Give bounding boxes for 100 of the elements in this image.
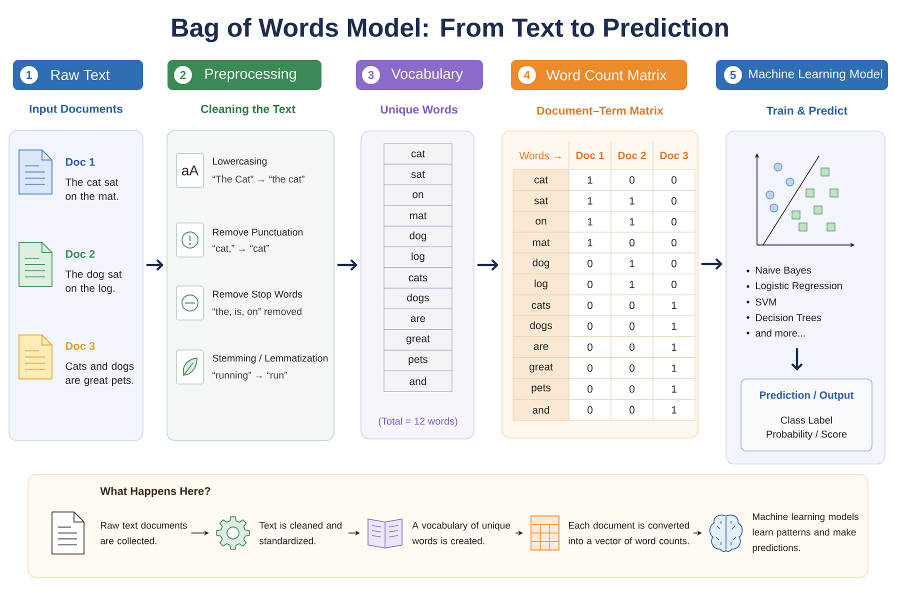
table-cell: on — [384, 184, 452, 206]
table-cell: sat — [384, 164, 452, 186]
document-text: Cats and dogs are great pets. — [66, 362, 134, 386]
table-cell: cat — [512, 169, 570, 191]
step-number: 1 — [20, 66, 38, 84]
table-cell: 0 — [610, 399, 654, 421]
table-cell: mat — [512, 232, 570, 254]
table-cell: 0 — [568, 357, 612, 379]
table-cell: 0 — [610, 336, 654, 358]
table-cell: 0 — [568, 316, 612, 337]
table-cell: 0 — [610, 378, 654, 400]
table-cell: 0 — [652, 232, 696, 254]
table-cell: 0 — [652, 274, 696, 296]
table-cell: dogs — [384, 288, 452, 310]
table-cell: 0 — [568, 274, 612, 296]
table-cell: sat — [512, 190, 570, 212]
table-cell: dog — [512, 252, 570, 274]
panel-heading: What Happens Here? — [100, 486, 210, 498]
icon-tile: aA — [176, 153, 204, 188]
column-header: Doc 1 — [568, 142, 604, 169]
box-heading: Prediction / Output — [760, 391, 854, 401]
table-cell: 0 — [568, 378, 612, 400]
table-cell: on — [512, 211, 570, 232]
arrow — [791, 348, 803, 371]
column-header: Doc 3 — [652, 142, 688, 169]
step-title: Stemming / Lemmatization — [212, 354, 328, 364]
document-title: Doc 2 — [66, 250, 95, 258]
table-cell: mat — [384, 205, 452, 226]
document-title: Doc 1 — [66, 158, 95, 166]
arrow — [477, 259, 499, 271]
document-text: The dog sat on the log. — [65, 270, 122, 294]
table-cell: dog — [384, 226, 452, 248]
arrow — [337, 259, 358, 271]
table-cell: 1 — [610, 190, 654, 212]
panel-heading: Unique Words — [380, 105, 458, 116]
table-cell: 1 — [568, 169, 612, 191]
table-cell: 1 — [610, 211, 654, 232]
table-cell: are — [384, 308, 452, 330]
table-cell: 0 — [652, 211, 696, 232]
example-text: “running” → “run” — [212, 371, 287, 381]
table-cell: are — [512, 336, 570, 358]
table-cell: 0 — [610, 316, 654, 337]
step-text: Machine learning models learn patterns and make predictions. — [752, 513, 858, 553]
table-cell: 0 — [568, 336, 612, 358]
table-cell: 1 — [652, 316, 696, 337]
table-cell: 1 — [652, 294, 696, 316]
list-item: Logistic Regression — [756, 282, 842, 292]
table-cell: log — [384, 246, 452, 268]
step-text: Each document is converted into a vector of word counts. — [568, 522, 690, 544]
table-cell: great — [384, 329, 452, 350]
example-text: “The Cat” → “the cat” — [212, 175, 304, 183]
table-cell: cats — [512, 294, 570, 316]
table-cell: 1 — [610, 252, 654, 274]
table-cell: and — [384, 370, 452, 392]
list-item: Decision Trees — [756, 314, 822, 322]
table-cell: 0 — [610, 294, 654, 316]
table-cell: 0 — [610, 357, 654, 379]
table-cell: and — [512, 399, 570, 421]
table-cell: dogs — [512, 316, 570, 337]
table-cell: 0 — [610, 169, 654, 191]
table-cell: 0 — [610, 232, 654, 254]
example-text: “the, is, on” removed — [212, 308, 302, 316]
panel-heading: Document–Term Matrix — [537, 106, 664, 115]
table-cell: 1 — [652, 336, 696, 358]
list-item: and more... — [756, 329, 805, 337]
step-number: 4 — [518, 66, 536, 84]
panel-heading: Cleaning the Text — [200, 104, 296, 116]
table-cell: great — [512, 357, 570, 379]
table-cell: 1 — [652, 378, 696, 400]
list-item: Naive Bayes — [756, 266, 811, 276]
table-cell: 1 — [568, 190, 612, 212]
table-cell: pets — [384, 350, 452, 372]
list-item: SVM — [756, 298, 776, 306]
table-cell: 1 — [568, 232, 612, 254]
table-cell: 1 — [652, 357, 696, 379]
arrow — [701, 258, 723, 270]
column-header: Doc 2 — [610, 142, 646, 169]
table-cell: 1 — [568, 211, 612, 232]
step-number: 5 — [724, 66, 742, 84]
step-text: A vocabulary of unique words is created. — [412, 522, 510, 544]
table-cell: 0 — [568, 399, 612, 421]
box-text: Class Label — [780, 416, 832, 424]
table-cell: pets — [512, 378, 570, 400]
step-number: 2 — [174, 66, 192, 84]
table-cell: 0 — [652, 190, 696, 212]
table-cell: log — [512, 274, 570, 296]
column-header: Words → — [519, 152, 561, 160]
step-title: Lowercasing — [213, 157, 267, 167]
arrow — [146, 259, 164, 271]
table-cell: cat — [384, 143, 452, 164]
step-number: 3 — [362, 66, 380, 84]
document-text: The cat sat on the mat. — [65, 178, 118, 200]
step-title: Remove Stop Words — [213, 290, 302, 300]
table-cell: 0 — [652, 252, 696, 274]
panel-heading: Input Documents — [30, 104, 122, 116]
step-text: Text is cleaned and standardized. — [259, 522, 342, 544]
box-text: Probability / Score — [766, 430, 847, 440]
table-cell: 0 — [568, 294, 612, 316]
total-note: (Total = 12 words) — [378, 417, 458, 427]
table-cell: cats — [384, 267, 452, 288]
